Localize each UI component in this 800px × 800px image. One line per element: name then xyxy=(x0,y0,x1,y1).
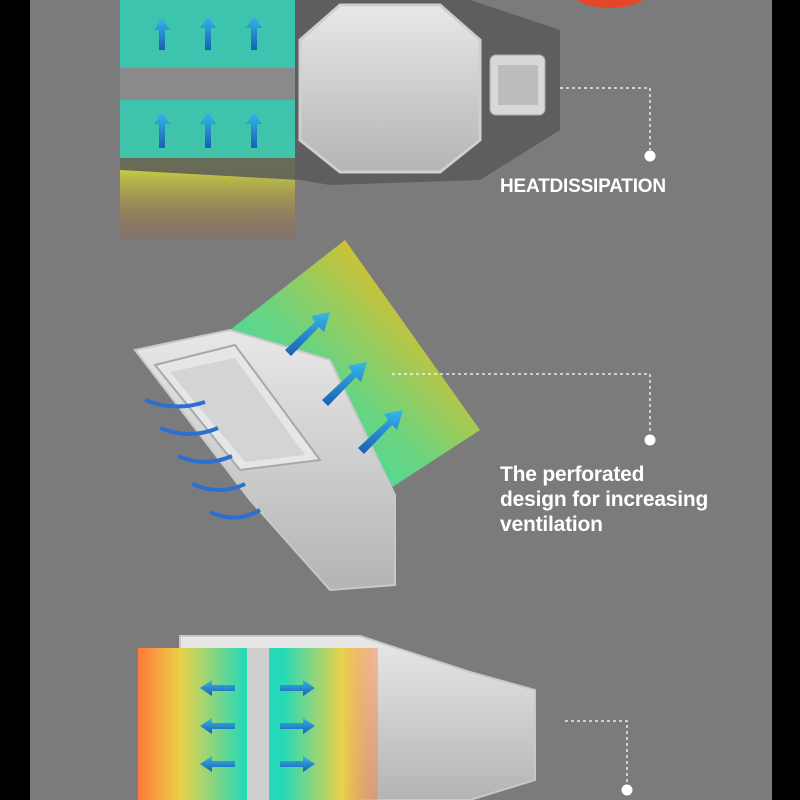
airflow-arrow-icon xyxy=(322,362,367,406)
arrow-left-icon xyxy=(200,680,235,696)
callout-dot-icon xyxy=(644,150,656,162)
airflow-arrow-icon xyxy=(159,426,219,436)
callout-dot-icon xyxy=(621,784,633,796)
airflow-arrow-icon xyxy=(358,410,403,454)
airflow-arrow-icon xyxy=(144,398,206,409)
ventilation-label: The perforated design for increasing ven… xyxy=(500,462,750,537)
airflow-arrow-icon xyxy=(177,454,233,464)
arrow-right-icon xyxy=(280,680,315,696)
arrow-up-icon xyxy=(246,112,262,148)
callout-leader-middle xyxy=(392,373,656,446)
airflow-arrow-icon xyxy=(191,482,246,492)
arrow-right-icon xyxy=(280,718,315,734)
airflow-arrow-icon xyxy=(285,312,330,356)
brand-accent-shape xyxy=(565,0,655,8)
infographic-canvas: HEATDISSIPATION The perforated design fo… xyxy=(30,0,772,800)
heat-dissipation-label: HEATDISSIPATION xyxy=(500,176,666,197)
callout-leader-bottom xyxy=(565,720,633,796)
middle-lamp xyxy=(133,240,480,592)
arrow-left-icon xyxy=(200,756,235,772)
airflow-arrows-bottom xyxy=(200,680,315,772)
arrow-up-icon xyxy=(154,18,170,50)
arrow-up-icon xyxy=(200,112,216,148)
callout-leader-top xyxy=(560,87,656,162)
top-lamp xyxy=(120,0,560,240)
arrow-up-icon xyxy=(154,112,170,148)
airflow-arrows-top xyxy=(154,16,262,148)
ventilation-line-1: The perforated xyxy=(500,463,645,486)
ventilation-line-2: design for increasing xyxy=(500,488,709,511)
ventilation-line-3: ventilation xyxy=(500,513,603,536)
airflow-arrows-middle xyxy=(144,312,403,520)
bottom-lamp xyxy=(138,635,536,800)
illustration xyxy=(120,0,656,800)
arrow-up-icon xyxy=(200,16,216,50)
callout-dot-icon xyxy=(644,434,656,446)
arrow-up-icon xyxy=(246,16,262,50)
arrow-left-icon xyxy=(200,718,235,734)
airflow-arrow-icon xyxy=(209,508,262,520)
arrow-right-icon xyxy=(280,756,315,772)
